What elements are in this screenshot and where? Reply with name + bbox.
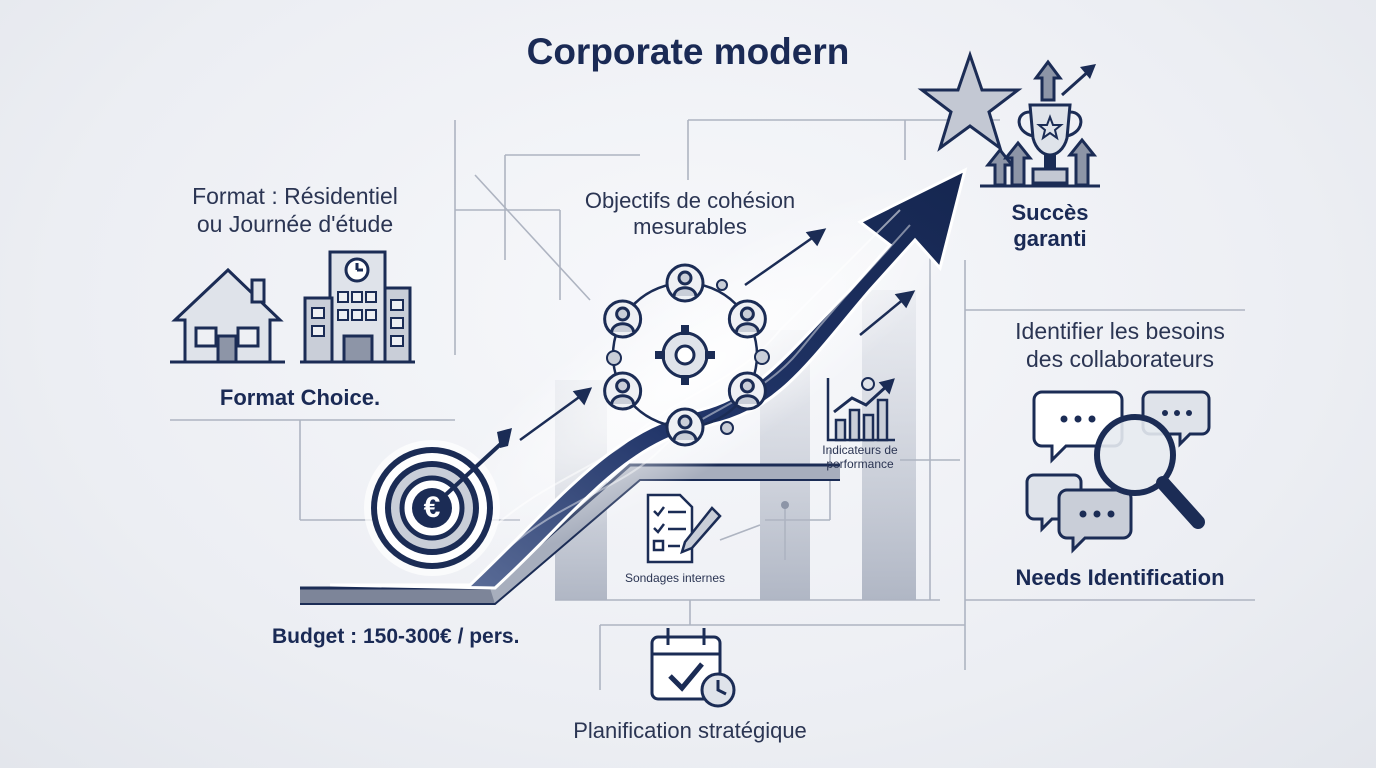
euro-symbol: € (423, 491, 441, 524)
chat-bubbles-icon (1025, 390, 1211, 554)
calendar-icon (650, 628, 736, 708)
needs-label: Identifier les besoins des collaborateur… (975, 318, 1265, 373)
person-icon (665, 263, 705, 303)
house-icon (170, 267, 285, 364)
target-euro-icon (364, 428, 512, 576)
person-icon (727, 371, 767, 411)
needs-line-1: Identifier les besoins (1015, 318, 1225, 344)
person-icon (603, 299, 643, 339)
surveys-label: Sondages internes (624, 571, 726, 585)
format-label: Format : Résidentiel ou Journée d'étude (150, 183, 440, 238)
trophy-icon (980, 59, 1100, 188)
person-icon (665, 407, 705, 447)
page-title: Corporate modern (526, 31, 850, 72)
objectives-label: Objectifs de cohésion mesurables (535, 188, 845, 241)
team-network-icon (603, 263, 770, 447)
objectives-line-2: mesurables (633, 214, 747, 240)
checklist-icon (646, 493, 722, 564)
budget-label: Budget : 150-300€ / pers. (272, 625, 520, 648)
magnifier-icon (1094, 414, 1205, 529)
kpi-line-2: performance (826, 457, 894, 472)
kpi-label: Indicateurs de performance (805, 443, 915, 472)
person-icon (727, 299, 767, 339)
person-icon (603, 371, 643, 411)
kpi-line-1: Indicateurs de (822, 443, 898, 457)
objectives-line-1: Objectifs de cohésion (584, 188, 796, 213)
planning-label: Planification stratégique (573, 718, 807, 743)
office-building-icon (300, 250, 415, 364)
success-line-2: garanti (1013, 226, 1087, 252)
success-label: Succès garanti (975, 200, 1125, 253)
bar-chart-icon (826, 377, 895, 442)
format-choice-heading: Format Choice. (219, 385, 381, 410)
format-line-1: Format : Résidentiel (192, 183, 398, 209)
needs-identification-heading: Needs Identification (1015, 565, 1225, 590)
format-line-2: ou Journée d'étude (196, 210, 394, 237)
star-icon (917, 50, 1023, 152)
needs-line-2: des collaborateurs (1026, 345, 1214, 372)
success-line-1: Succès (1011, 200, 1089, 225)
